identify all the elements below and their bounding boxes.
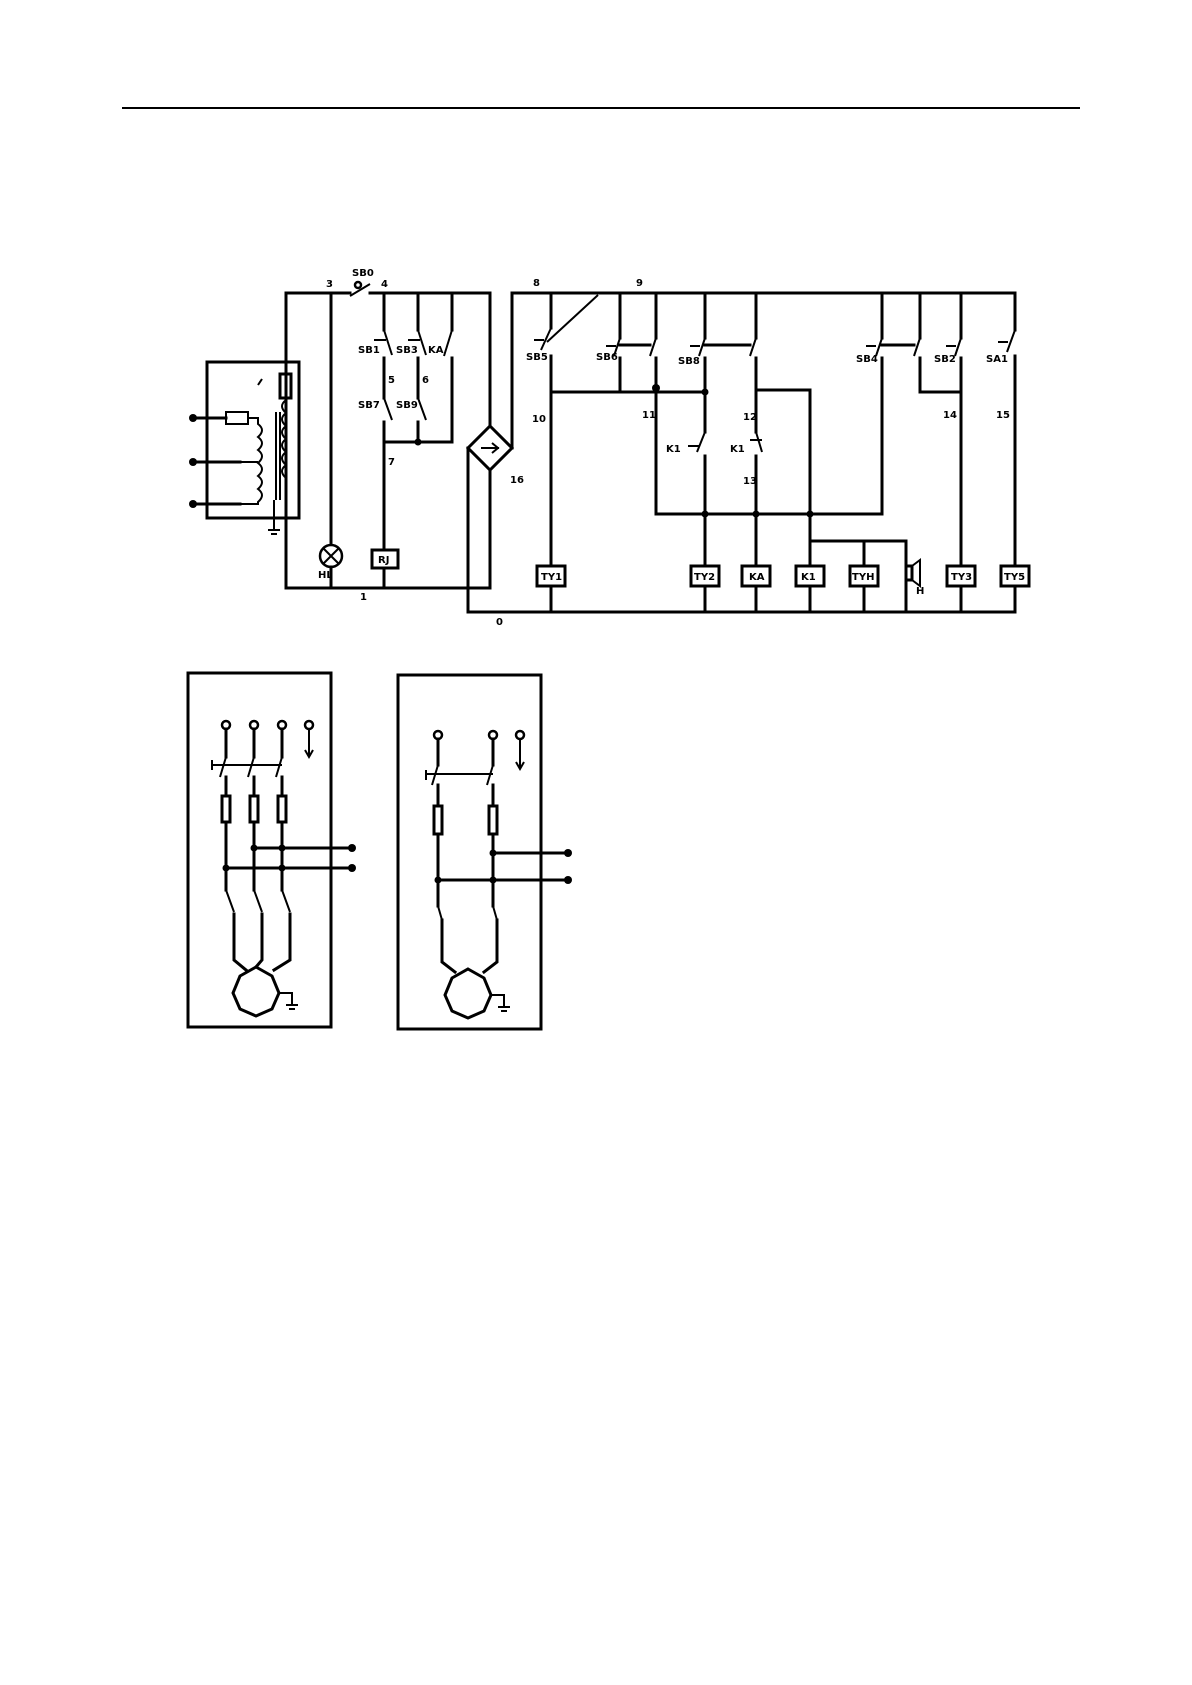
label-k1-a: K1	[666, 444, 681, 455]
label-rj: RJ	[378, 555, 389, 566]
coil-ty2: TY2	[694, 572, 715, 583]
label-sb8: SB8	[678, 356, 700, 367]
right-control-section: TY1 TY2	[526, 278, 1029, 612]
motor-panel-right	[398, 675, 572, 1029]
wire-6: 6	[422, 375, 429, 386]
wire-1: 1	[360, 592, 367, 603]
label-sb6: SB6	[596, 352, 618, 363]
label-hl: HL	[318, 570, 333, 581]
coil-tyh: TYH	[852, 572, 874, 583]
wire-9: 9	[636, 278, 643, 289]
wire-3: 3	[326, 279, 333, 290]
coil-k1: K1	[801, 572, 816, 583]
label-sb5: SB5	[526, 352, 548, 363]
label-sb0: SB0	[352, 268, 374, 279]
coil-ty5: TY5	[1004, 572, 1025, 583]
label-sb3: SB3	[396, 345, 418, 356]
wire-4: 4	[381, 279, 388, 290]
motor-panel-left	[188, 673, 356, 1027]
wire-13: 13	[743, 476, 757, 487]
wire-12: 12	[743, 412, 757, 423]
wire-8: 8	[533, 278, 540, 289]
wire-0: 0	[496, 617, 503, 628]
coil-ka: KA	[749, 572, 765, 583]
label-sa1: SA1	[986, 354, 1008, 365]
label-ka-top: KA	[428, 345, 444, 356]
left-control-section: HL RJ SB0 SB1 SB3	[286, 268, 490, 603]
label-sb1: SB1	[358, 345, 380, 356]
wire-14: 14	[943, 410, 957, 421]
wire-11: 11	[642, 410, 656, 421]
label-ha: H	[916, 586, 924, 597]
wire-16: 16	[510, 475, 524, 486]
label-k1-b: K1	[730, 444, 745, 455]
coil-ty1: TY1	[541, 572, 562, 583]
wire-10: 10	[532, 414, 546, 425]
transformer	[189, 362, 299, 534]
coil-ty3: TY3	[951, 572, 972, 583]
wire-5: 5	[388, 375, 395, 386]
label-sb7: SB7	[358, 400, 380, 411]
label-sb9: SB9	[396, 400, 418, 411]
label-sb2: SB2	[934, 354, 956, 365]
label-sb4: SB4	[856, 354, 878, 365]
wire-15: 15	[996, 410, 1010, 421]
wire-7: 7	[388, 457, 395, 468]
